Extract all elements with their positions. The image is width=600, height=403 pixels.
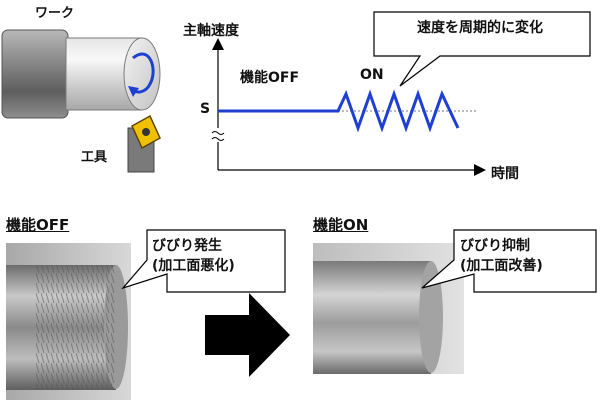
function-on-label: ON (360, 67, 384, 83)
function-on-heading: 機能ON (313, 216, 369, 234)
axis-break-icon (211, 128, 225, 142)
chatter-callout-text: びびり発生 (加工面悪化) (152, 236, 282, 276)
chatter-callout-line2: (加工面悪化) (152, 258, 235, 274)
chatter-callout-bubble (121, 229, 286, 293)
speed-callout-text: 速度を周期的に変化 (417, 20, 543, 36)
suppression-callout-text: びびり抑制 (加工面改善) (460, 236, 595, 276)
smooth-surface-photo (313, 243, 464, 374)
x-axis-label: 時間 (491, 166, 519, 182)
chatter-callout-line1: びびり発生 (152, 238, 222, 254)
right-arrow-icon (205, 293, 290, 377)
workpiece-illustration (1, 29, 161, 173)
spindle-speed-graph (211, 11, 591, 176)
s-label: S (200, 101, 211, 117)
work-label: ワーク (35, 6, 75, 21)
y-axis-label: 主軸速度 (183, 23, 239, 39)
cutting-tool-icon (127, 114, 161, 173)
function-off-heading: 機能OFF (6, 216, 70, 234)
suppression-callout-bubble (421, 229, 597, 293)
suppression-callout-line1: びびり抑制 (460, 238, 530, 254)
function-off-label: 機能OFF (240, 70, 300, 86)
tool-label: 工具 (81, 150, 108, 165)
rotation-arrow-icon (128, 52, 155, 97)
speed-line (218, 89, 460, 133)
speed-callout-bubble (373, 11, 591, 87)
y-axis-arrowhead (212, 38, 224, 50)
chatter-surface-photo (6, 243, 131, 400)
suppression-callout-line2: (加工面改善) (460, 258, 543, 274)
x-axis-arrowhead (474, 164, 486, 176)
